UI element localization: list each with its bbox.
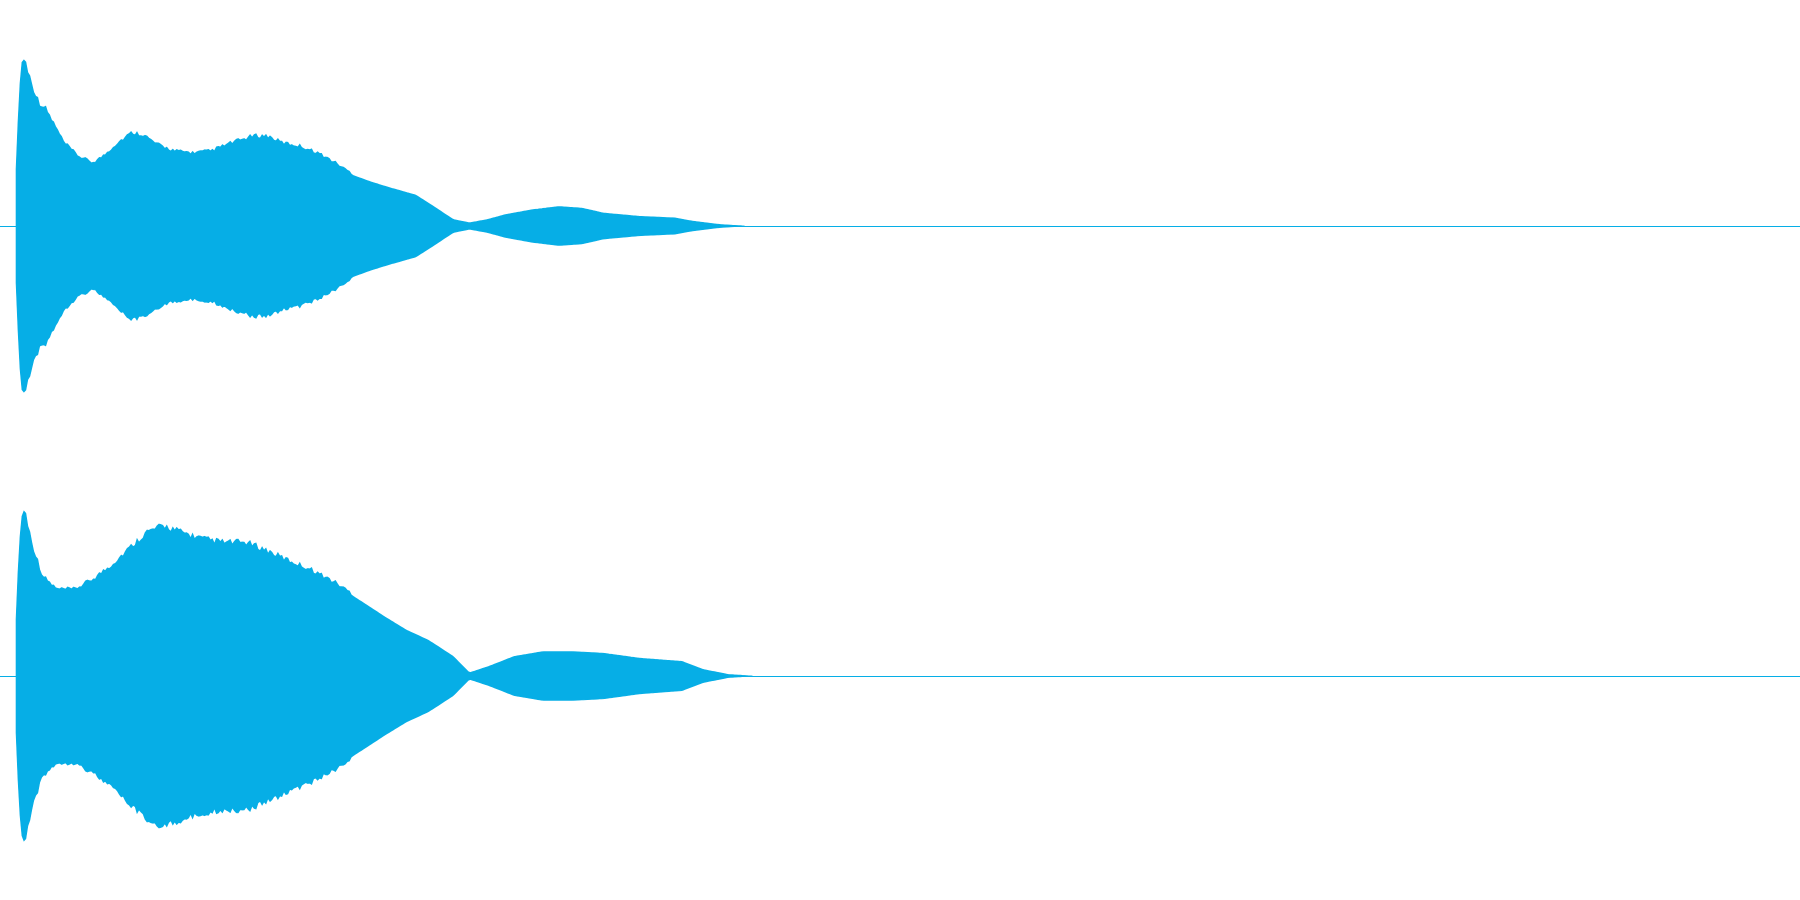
waveform-envelope bbox=[15, 510, 753, 842]
waveform-channel-1 bbox=[0, 59, 1800, 393]
waveform-channel-2 bbox=[0, 510, 1800, 842]
waveform-envelope bbox=[15, 59, 745, 393]
